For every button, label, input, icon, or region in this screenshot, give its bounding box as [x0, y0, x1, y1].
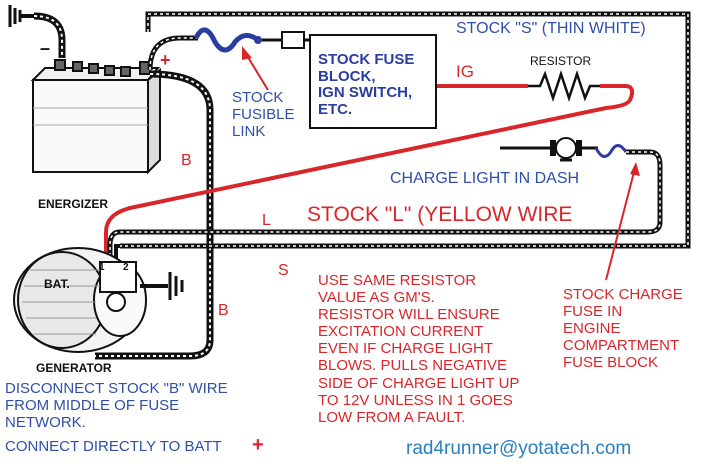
- ig-label: IG: [456, 62, 474, 81]
- stock-l-label: STOCK "L" (YELLOW WIRE: [307, 203, 573, 226]
- ground-symbol-battery: [8, 5, 34, 27]
- connect-instruction: CONNECT DIRECTLY TO BATT: [5, 438, 222, 455]
- resistor-note: USE SAME RESISTOR VALUE AS GM'S. RESISTO…: [318, 272, 520, 426]
- s-wire-label: S: [278, 262, 289, 279]
- stock-s-label: STOCK "S" (THIN WHITE): [456, 20, 646, 37]
- charge-light-label: CHARGE LIGHT IN DASH: [390, 170, 580, 187]
- charge-light: [500, 137, 598, 162]
- resistor-label: RESISTOR: [530, 54, 592, 68]
- terminal-2-label: 2: [123, 262, 129, 273]
- fusible-link: [193, 27, 260, 53]
- battery-to-fusible-link-wire: [147, 35, 198, 71]
- resistor-to-terminal-1-wire: [104, 84, 635, 268]
- disconnect-instruction: DISCONNECT STOCK "B" WIRE FROM MIDDLE OF…: [5, 380, 228, 432]
- charge-fuse: [594, 144, 628, 158]
- bat-terminal-label: BAT.: [44, 277, 70, 291]
- arrow-to-fusible-link: [242, 46, 269, 91]
- ground-symbol-generator: [140, 272, 184, 300]
- charge-fuse-label: STOCK CHARGE FUSE IN ENGINE COMPARTMENT …: [563, 286, 683, 372]
- generator-label: GENERATOR: [36, 361, 112, 375]
- terminal-1-label: 1: [99, 262, 105, 273]
- fuse-block-connector: [281, 31, 305, 49]
- l-wire-label: L: [262, 212, 271, 229]
- author-email[interactable]: rad4runner@yotatech.com: [406, 438, 632, 459]
- b-wire-label-lower: B: [218, 302, 229, 319]
- battery-minus-label: –: [40, 38, 51, 58]
- b-wire-label-upper: B: [181, 152, 192, 169]
- arrow-to-charge-fuse: [605, 162, 640, 281]
- battery: [30, 59, 161, 175]
- generator: [13, 247, 147, 353]
- connect-plus-label: +: [252, 434, 264, 456]
- fuse-block-label: STOCK FUSE BLOCK, IGN SWITCH, ETC.: [318, 51, 415, 118]
- fuse-block-box: STOCK FUSE BLOCK, IGN SWITCH, ETC.: [309, 34, 437, 129]
- resistor: [528, 70, 600, 102]
- energizer-label: ENERGIZER: [38, 197, 109, 211]
- battery-plus-label: +: [160, 50, 171, 70]
- fusible-link-label: STOCK FUSIBLE LINK: [232, 89, 295, 140]
